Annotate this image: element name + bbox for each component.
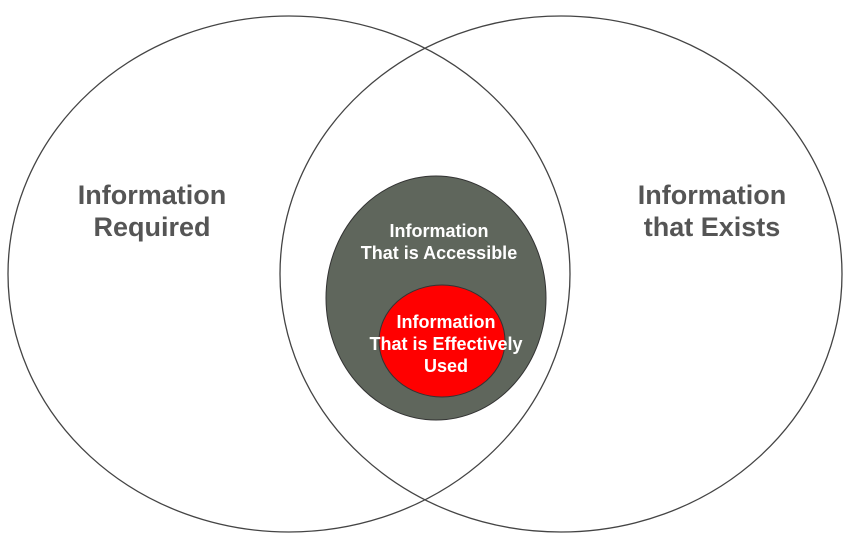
left-circle-label-line1: Information xyxy=(78,180,227,210)
right-circle-label-line1: Information xyxy=(638,180,787,210)
used-label-line3: Used xyxy=(424,356,468,376)
right-circle-label-line2: that Exists xyxy=(644,212,781,242)
used-label-line1: Information xyxy=(397,312,496,332)
accessible-label-line2: That is Accessible xyxy=(361,243,517,263)
left-circle-information-required xyxy=(7,15,571,533)
accessible-label-line1: Information xyxy=(390,221,489,241)
used-label-line2: That is Effectively xyxy=(369,334,522,354)
left-circle-label-line2: Required xyxy=(93,212,210,242)
right-circle-information-that-exists xyxy=(279,15,843,533)
effectively-used-circle xyxy=(378,284,506,398)
